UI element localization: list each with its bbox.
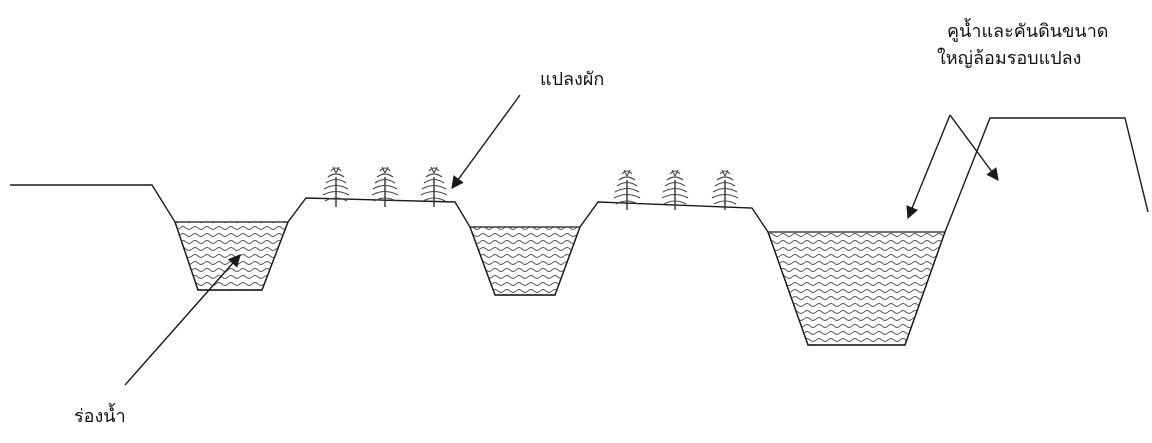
furrow-water-1 xyxy=(174,221,289,291)
vegetable-plot-label: แปลงผัก xyxy=(540,69,605,90)
furrow-pointer-arrow xyxy=(124,254,241,386)
vegetable-plant-icon xyxy=(711,169,739,211)
moat-pointer-arrow-left xyxy=(906,114,951,220)
plot-pointer-arrow xyxy=(451,94,521,190)
moat-pointer-arrow-right xyxy=(949,114,999,182)
furrow-label: ร่องน้ำ xyxy=(74,406,126,427)
moat-water xyxy=(767,231,946,346)
moat-label-line-2: ใหญ่ล้อมรอบแปลง xyxy=(937,48,1082,69)
furrow-water-2 xyxy=(469,226,581,296)
moat-label-line-1: คูน้ำและคันดินขนาด xyxy=(947,21,1109,42)
vegetable-plant-icon xyxy=(322,166,350,208)
